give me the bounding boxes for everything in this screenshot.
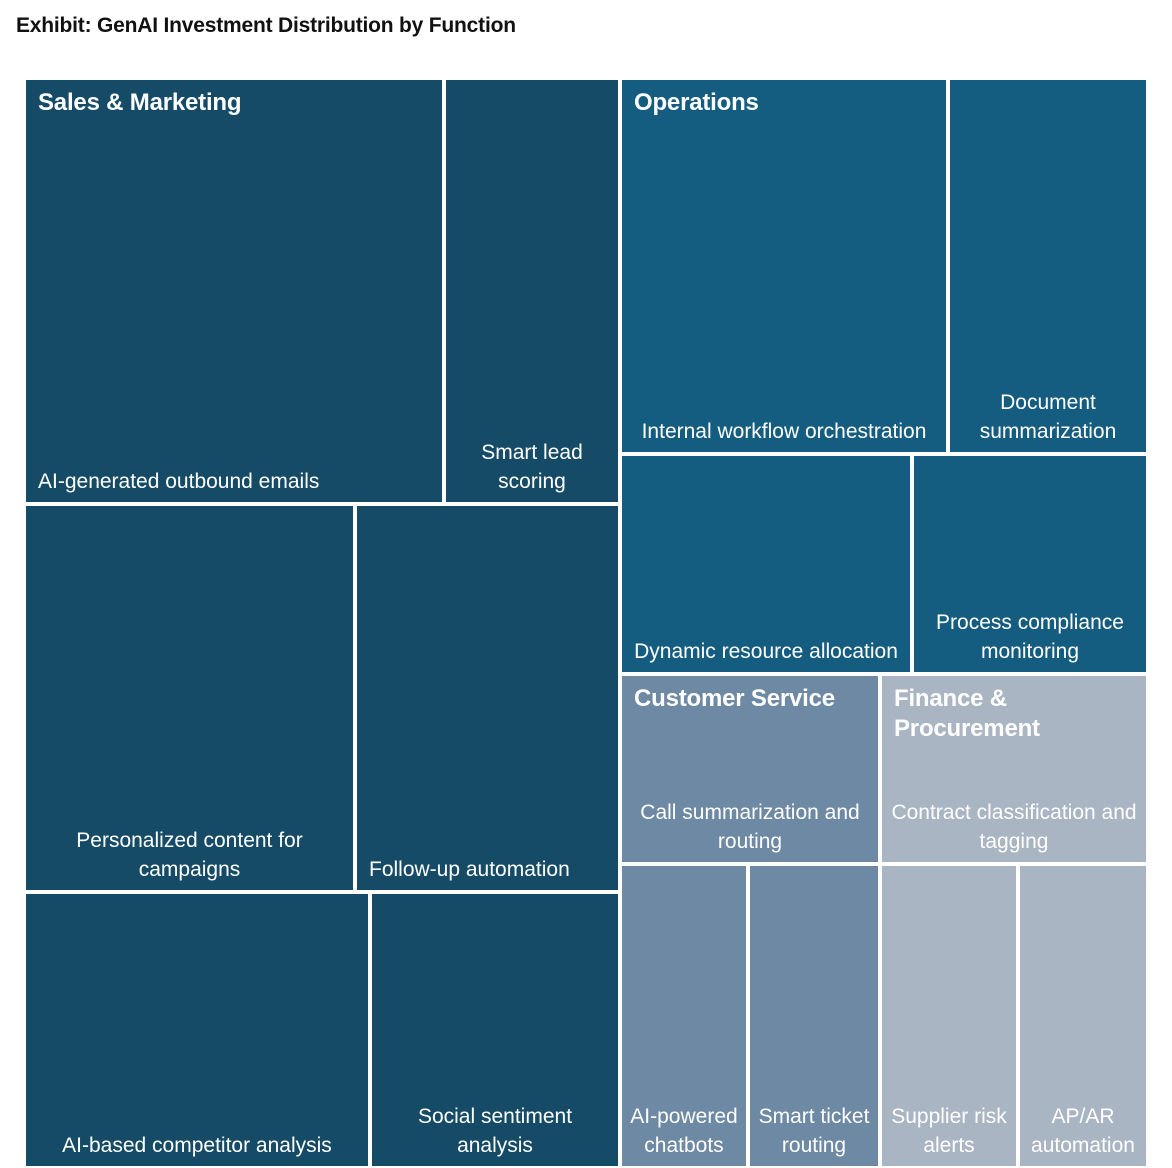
tile-label: AI-generated outbound emails — [38, 470, 320, 493]
tile-label: Internal workflow orchestration — [641, 420, 927, 443]
tile-personalized-content-for-campaigns[interactable]: Personalized content for campaigns — [26, 506, 353, 890]
tile-supplier-risk-alerts[interactable]: Supplier risk alerts — [882, 866, 1016, 1166]
tile-label: Call summarization and routing — [640, 801, 860, 853]
tile-label: AI-powered chatbots — [630, 1105, 738, 1157]
tile-call-summarization-and-routing[interactable]: Customer Service Call summarization and … — [622, 676, 878, 862]
tile-process-compliance-monitoring[interactable]: Process compliance monitoring — [914, 456, 1146, 672]
tile-ai-generated-outbound-emails[interactable]: Sales & Marketing AI-generated outbound … — [26, 80, 442, 502]
tile-label: AI-based competitor analysis — [62, 1134, 332, 1157]
tile-label: AP/AR automation — [1031, 1105, 1135, 1157]
tile-label: Smart ticket routing — [758, 1105, 870, 1157]
tile-label: Social sentiment analysis — [417, 1105, 573, 1157]
page-title: Exhibit: GenAI Investment Distribution b… — [16, 14, 516, 37]
group-header-sales-marketing: Sales & Marketing — [38, 89, 242, 116]
group-header-finance-procurement: Finance & Procurement — [894, 685, 1040, 742]
tile-label: Process compliance monitoring — [936, 611, 1124, 663]
tile-ai-based-competitor-analysis[interactable]: AI-based competitor analysis — [26, 894, 368, 1166]
tile-social-sentiment-analysis[interactable]: Social sentiment analysis — [372, 894, 618, 1166]
tile-label: Follow-up automation — [369, 858, 570, 881]
group-header-customer-service: Customer Service — [634, 685, 835, 712]
tile-ai-powered-chatbots[interactable]: AI-powered chatbots — [622, 866, 746, 1166]
tile-dynamic-resource-allocation[interactable]: Dynamic resource allocation — [622, 456, 910, 672]
tile-label: Smart lead scoring — [481, 441, 583, 493]
tile-label: Supplier risk alerts — [891, 1105, 1007, 1157]
tile-smart-ticket-routing[interactable]: Smart ticket routing — [750, 866, 878, 1166]
group-header-operations: Operations — [634, 89, 759, 116]
tile-internal-workflow-orchestration[interactable]: Operations Internal workflow orchestrati… — [622, 80, 946, 452]
tile-document-summarization[interactable]: Document summarization — [950, 80, 1146, 452]
tile-follow-up-automation[interactable]: Follow-up automation — [357, 506, 618, 890]
tile-label: Document summarization — [979, 391, 1117, 443]
tile-label: Contract classification and tagging — [891, 801, 1137, 853]
tile-label: Personalized content for campaigns — [76, 829, 303, 881]
tile-contract-classification-and-tagging[interactable]: Finance & Procurement Contract classific… — [882, 676, 1146, 862]
tile-ap-ar-automation[interactable]: AP/AR automation — [1020, 866, 1146, 1166]
tile-label: Dynamic resource allocation — [634, 640, 898, 663]
tile-smart-lead-scoring[interactable]: Smart lead scoring — [446, 80, 618, 502]
